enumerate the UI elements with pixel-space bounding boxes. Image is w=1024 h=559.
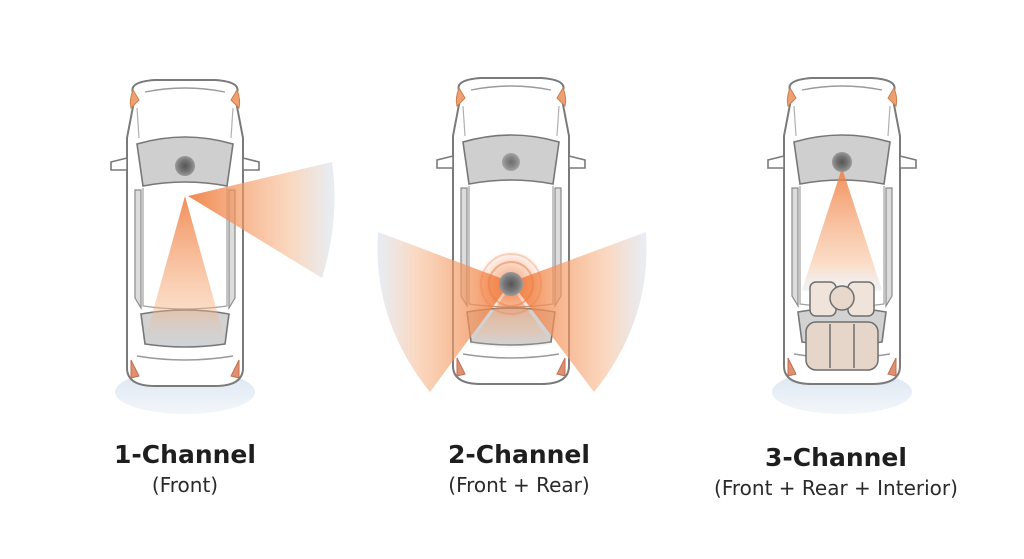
panel-3-title: 3-Channel xyxy=(765,443,907,472)
caption-1: 1-Channel (Front) xyxy=(35,440,335,498)
caption-3: 3-Channel (Front + Rear + Interior) xyxy=(686,443,986,501)
beam-interior-3 xyxy=(802,168,882,294)
panel-2-channel xyxy=(377,77,647,392)
beam-rear-right-2 xyxy=(511,232,647,392)
beam-rear-left-2 xyxy=(377,232,511,392)
caption-2: 2-Channel (Front + Rear) xyxy=(369,440,669,498)
interior-seats-3 xyxy=(805,281,879,371)
beam-front-camera-1 xyxy=(145,196,225,346)
panel-1-title: 1-Channel xyxy=(114,440,256,469)
camera-dot-front-2 xyxy=(502,153,520,171)
camera-dot-1 xyxy=(175,156,195,176)
panel-3-subtitle: (Front + Rear + Interior) xyxy=(714,476,958,500)
camera-dot-rear-2 xyxy=(499,272,523,296)
panel-2-title: 2-Channel xyxy=(448,440,590,469)
panel-1-subtitle: (Front) xyxy=(151,473,219,497)
panel-3-channel xyxy=(767,77,917,414)
beam-side-1 xyxy=(188,162,335,278)
panel-1-channel xyxy=(110,79,335,414)
camera-dot-3 xyxy=(832,152,852,172)
panel-2-subtitle: (Front + Rear) xyxy=(448,473,590,497)
